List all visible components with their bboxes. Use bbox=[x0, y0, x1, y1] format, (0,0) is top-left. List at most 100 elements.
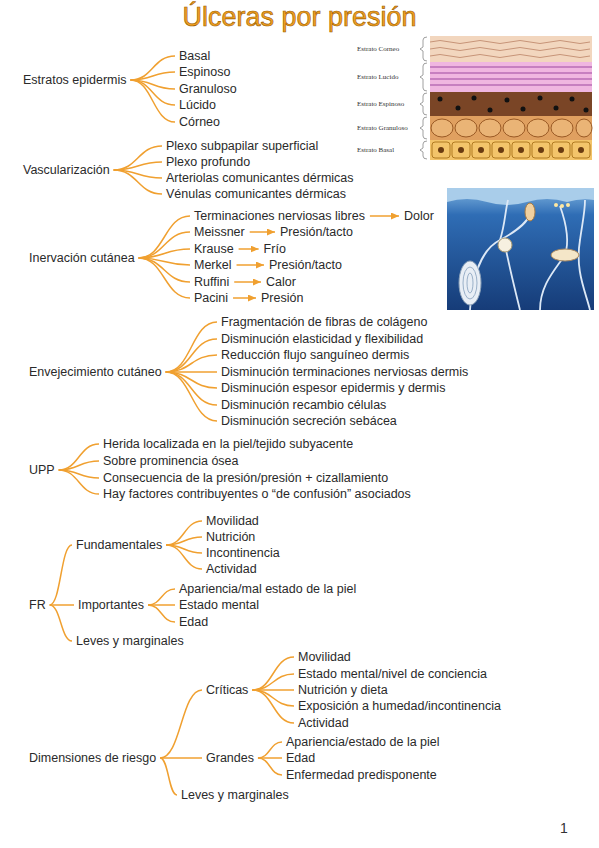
arrow-connector bbox=[237, 264, 264, 266]
basal-cells bbox=[432, 142, 590, 158]
node-text: Terminaciones nerviosas libres bbox=[194, 209, 365, 224]
branch-connector bbox=[166, 355, 217, 372]
topic-node: Presión/tacto bbox=[279, 225, 354, 240]
node-text: Estado mental/nivel de conciencia bbox=[298, 667, 487, 682]
node-text: Leves y marginales bbox=[181, 788, 289, 803]
topic-node: Apariencia/estado de la piel bbox=[285, 735, 441, 750]
layer-label: Estrato Basal bbox=[357, 146, 394, 155]
topic-node: Enfermedad predisponente bbox=[285, 768, 438, 783]
layer-label: Estrato Granuloso bbox=[357, 124, 408, 133]
skin-receptors-illustration bbox=[447, 188, 594, 310]
branch-connector bbox=[252, 674, 294, 690]
topic-node: FR bbox=[28, 598, 47, 613]
topic-node: Merkel bbox=[193, 258, 233, 273]
branch-connector bbox=[252, 690, 294, 706]
branch-connector bbox=[166, 545, 202, 569]
topic-node: Grandes bbox=[205, 751, 255, 766]
stratum-spinosum bbox=[430, 92, 592, 116]
branch-connector bbox=[50, 605, 72, 641]
topic-node: Plexo profundo bbox=[165, 155, 251, 170]
topic-node: Sobre prominencia ósea bbox=[102, 454, 240, 469]
branch-connector bbox=[59, 470, 99, 494]
branch-connector bbox=[166, 339, 217, 372]
branch-connector bbox=[114, 146, 162, 170]
node-text: Presión bbox=[261, 291, 303, 306]
epidermis-surface bbox=[447, 188, 594, 205]
stratum-granulosum bbox=[430, 116, 592, 140]
topic-node: Vascularización bbox=[22, 163, 111, 178]
node-text: Leves y marginales bbox=[76, 634, 184, 649]
topic-node: Vénulas comunicantes dérmicas bbox=[165, 187, 347, 202]
arrow-connector bbox=[239, 248, 259, 250]
topic-node: Disminución secreción sebácea bbox=[220, 414, 398, 429]
branch-connector bbox=[258, 758, 282, 775]
node-text: UPP bbox=[29, 463, 55, 478]
node-text: Nutrición bbox=[206, 530, 255, 545]
topic-node: Córneo bbox=[178, 115, 221, 130]
topic-node: Apariencia/mal estado de la piel bbox=[178, 582, 357, 597]
krause-bulb bbox=[498, 238, 512, 252]
layer-line bbox=[430, 55, 590, 58]
node-text: Frío bbox=[264, 242, 286, 257]
node-text: Incontinencia bbox=[206, 546, 280, 561]
topic-node: Movilidad bbox=[297, 650, 352, 665]
topic-node: Espinoso bbox=[178, 65, 231, 80]
node-text: Consecuencia de la presión/presión + ciz… bbox=[103, 471, 388, 486]
node-text: Hay factores contribuyentes o “de confus… bbox=[103, 487, 411, 502]
node-text: Arteriolas comunicantes dérmicas bbox=[166, 171, 354, 186]
branch-connector bbox=[258, 742, 282, 758]
branch-connector bbox=[50, 604, 74, 606]
topic-node: Actividad bbox=[205, 562, 258, 577]
node-text: Fragmentación de fibras de colágeno bbox=[221, 315, 427, 330]
nerve-fibers bbox=[470, 200, 590, 310]
branch-connector bbox=[131, 56, 175, 80]
topic-node: Basal bbox=[178, 49, 211, 64]
branch-connector bbox=[59, 461, 99, 470]
branch-connector bbox=[59, 444, 99, 470]
arrow-connector bbox=[233, 297, 256, 299]
page-title: Úlceras por presión bbox=[0, 0, 599, 34]
branch-connector bbox=[166, 372, 217, 421]
node-text: Disminución espesor epidermis y dermis bbox=[221, 381, 445, 396]
node-text: Dolor bbox=[404, 209, 434, 224]
topic-node: Lúcido bbox=[178, 98, 217, 113]
branch-connector bbox=[131, 80, 175, 122]
topic-node: Actividad bbox=[297, 716, 350, 731]
topic-node: Ruffini bbox=[193, 275, 230, 290]
node-text: Edad bbox=[286, 751, 315, 766]
topic-node: Edad bbox=[178, 615, 209, 630]
node-text: Apariencia/estado de la piel bbox=[286, 735, 440, 750]
stratum-lucidum bbox=[430, 62, 592, 92]
node-text: Movilidad bbox=[298, 650, 351, 665]
page-number: 1 bbox=[560, 819, 568, 837]
node-text: Vénulas comunicantes dérmicas bbox=[166, 187, 346, 202]
topic-node: Inervación cutánea bbox=[28, 251, 136, 266]
node-text: Enfermedad predisponente bbox=[286, 768, 437, 783]
topic-node: Presión/tacto bbox=[268, 258, 343, 273]
topic-node: UPP bbox=[28, 463, 56, 478]
branch-connector bbox=[166, 372, 217, 405]
branch-connector bbox=[166, 322, 217, 372]
layer-label: Estrato Espinoso bbox=[357, 100, 404, 109]
node-text: Herida localizada en la piel/tejido suby… bbox=[103, 437, 353, 452]
node-text: Envejecimiento cutáneo bbox=[29, 365, 162, 380]
node-text: Disminución elasticidad y flexibilidad bbox=[221, 332, 423, 347]
topic-node: Nutrición y dieta bbox=[297, 683, 389, 698]
node-text: Reducción flujo sanguíneo dermis bbox=[221, 348, 409, 363]
topic-node: Edad bbox=[285, 751, 316, 766]
topic-node: Críticas bbox=[205, 683, 249, 698]
topic-node: Pacini bbox=[193, 291, 229, 306]
node-text: Movilidad bbox=[206, 514, 259, 529]
node-text: Inervación cutánea bbox=[29, 251, 135, 266]
layer-line bbox=[430, 67, 592, 85]
layer-line bbox=[430, 48, 590, 51]
node-text: Krause bbox=[194, 242, 234, 257]
node-text: FR bbox=[29, 598, 46, 613]
topic-node: Dimensiones de riesgo bbox=[28, 751, 157, 766]
branch-connector bbox=[160, 690, 202, 758]
topic-node: Estado mental bbox=[178, 598, 260, 613]
basal-nuclei bbox=[438, 147, 584, 153]
branch-connector bbox=[252, 690, 294, 723]
node-text: Pacini bbox=[194, 291, 228, 306]
node-text: Calor bbox=[266, 275, 296, 290]
